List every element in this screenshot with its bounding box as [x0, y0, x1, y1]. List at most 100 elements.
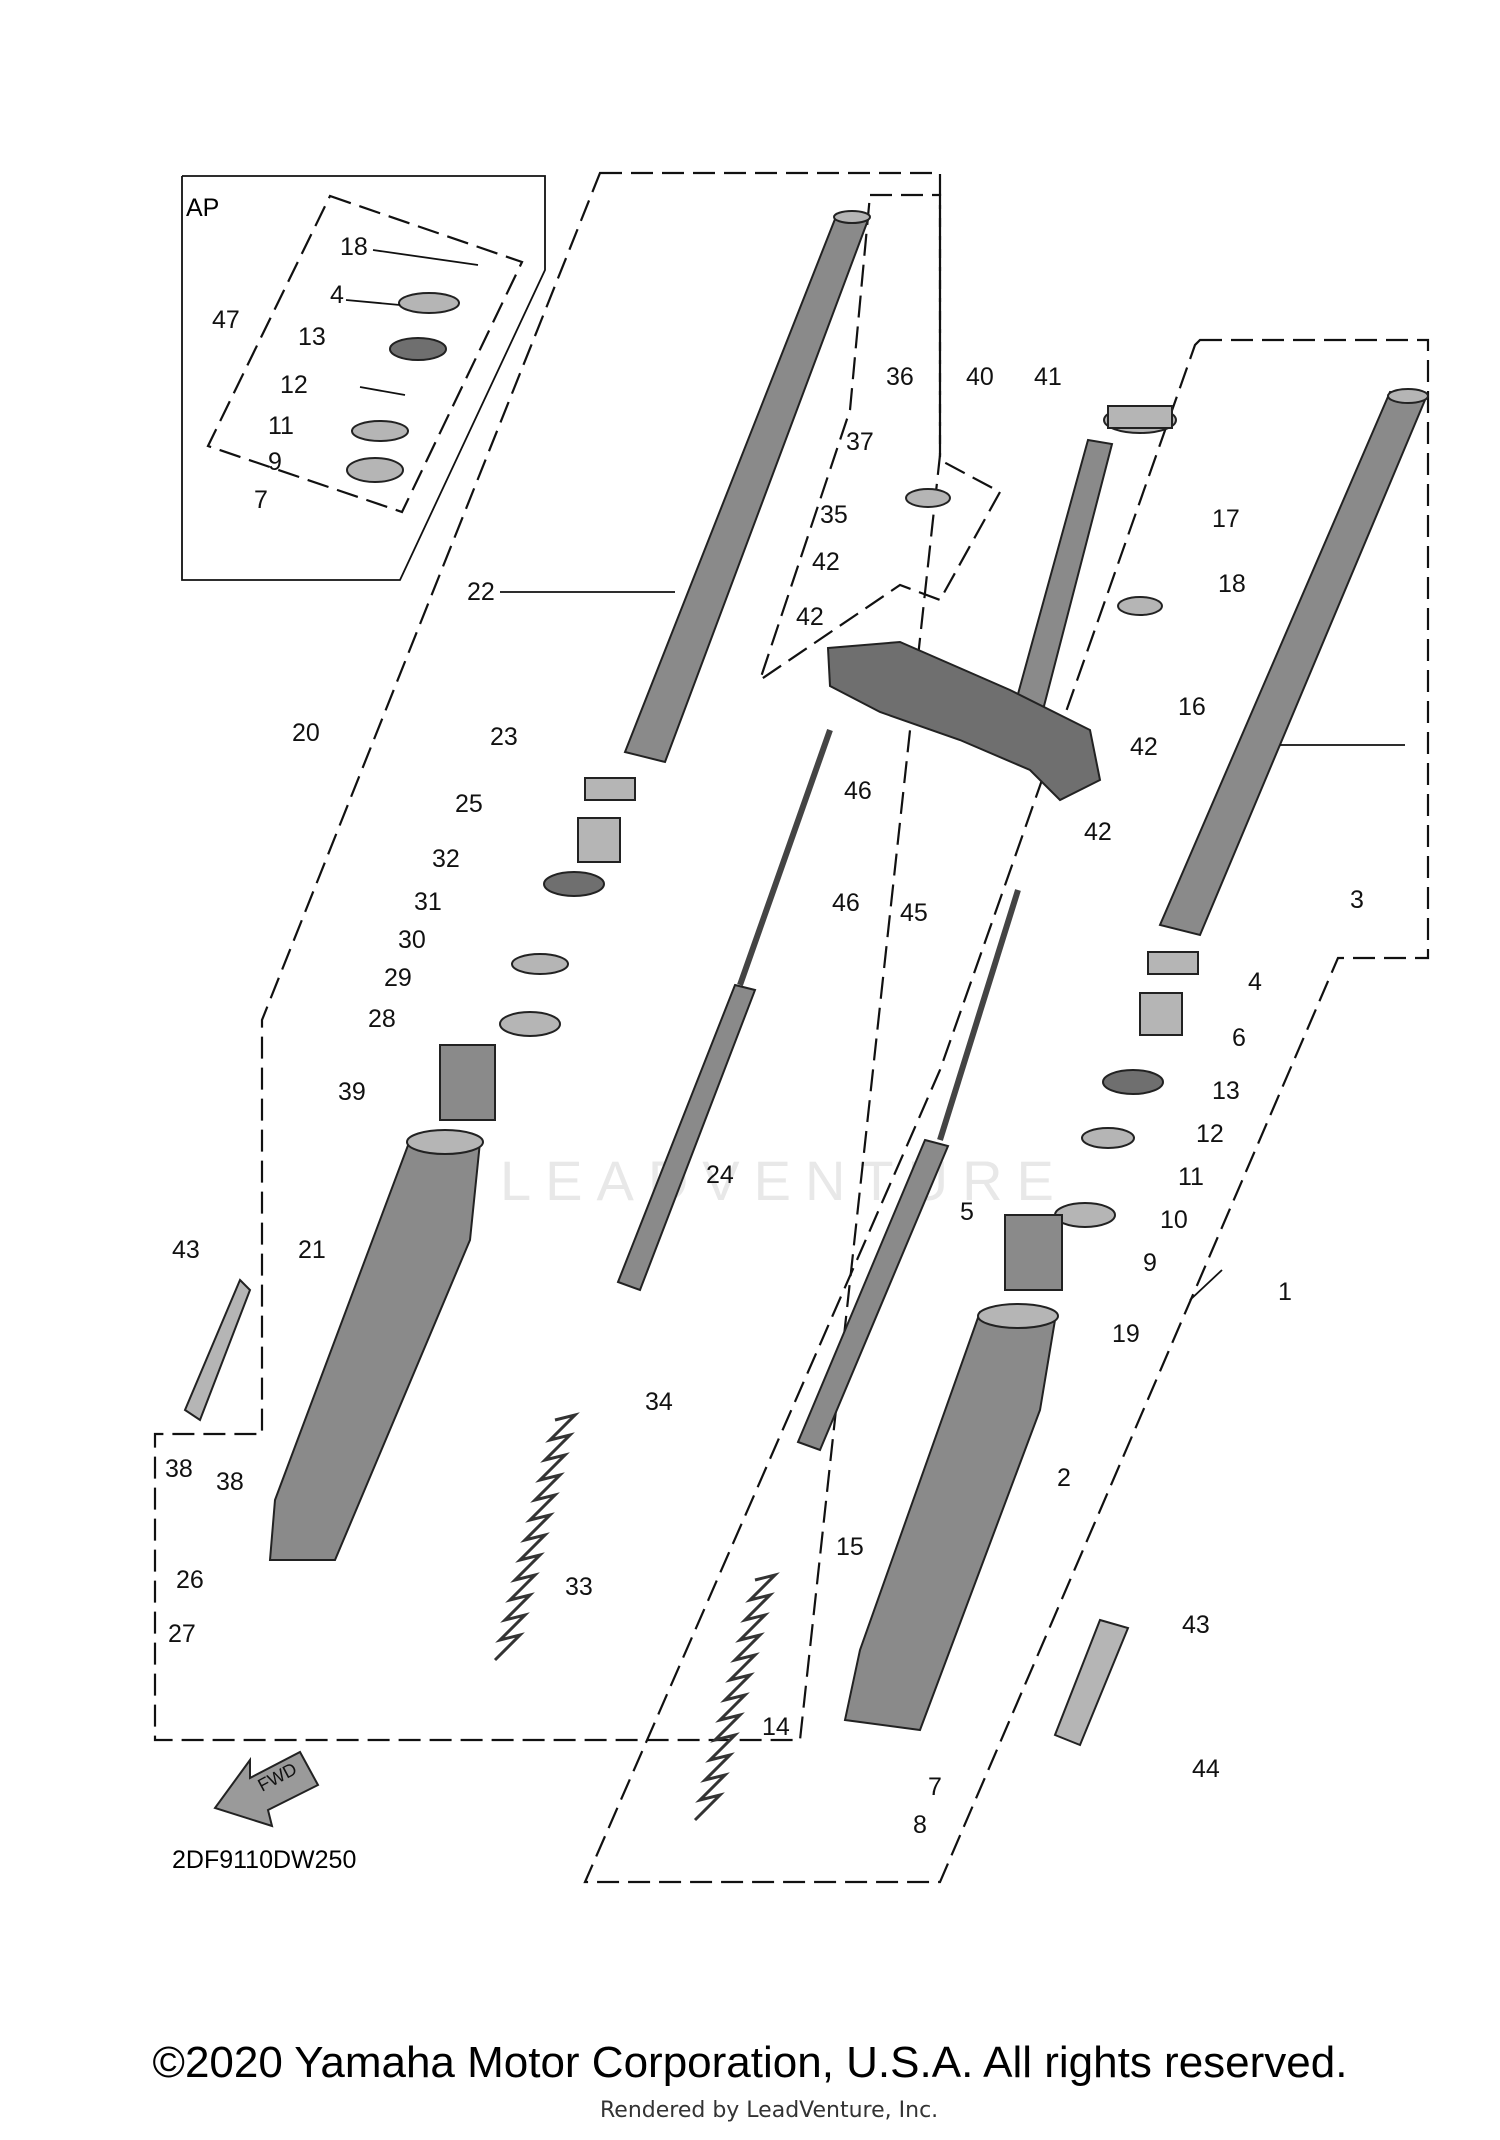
callout-10: 10 — [1160, 1206, 1188, 1234]
seal-13 — [1102, 1069, 1164, 1095]
callout-2: 2 — [1057, 1464, 1071, 1492]
callout-27: 27 — [168, 1620, 196, 1648]
callout-18-right: 18 — [1218, 570, 1246, 598]
washer-11 — [1081, 1127, 1135, 1149]
cover-19 — [1004, 1214, 1063, 1291]
callout-3: 3 — [1350, 886, 1364, 914]
ap-box — [181, 175, 546, 581]
callout-4-right: 4 — [1248, 968, 1262, 996]
callout-22: 22 — [467, 578, 495, 606]
diagram-code: 2DF9110DW250 — [172, 1846, 357, 1874]
right-fork-outline — [583, 338, 1430, 1884]
callout-12-right: 12 — [1196, 1120, 1224, 1148]
callout-15: 15 — [836, 1533, 864, 1561]
damper-cylinder-24 — [616, 983, 757, 1292]
outer-tube-left-top — [406, 1129, 484, 1155]
callout-19: 19 — [1112, 1320, 1140, 1348]
callout-13-right: 13 — [1212, 1077, 1240, 1105]
washer-30 — [511, 953, 569, 975]
callout-46-a: 46 — [844, 777, 872, 805]
leader-12a — [359, 386, 406, 396]
callout-4: 4 — [330, 281, 344, 309]
ap-kit-outline — [206, 194, 524, 514]
callout-16: 16 — [1178, 693, 1206, 721]
callout-41: 41 — [1034, 363, 1062, 391]
callout-42-c: 42 — [1130, 733, 1158, 761]
callout-17: 17 — [1212, 505, 1240, 533]
ap-label: AP — [186, 194, 220, 222]
fork-guard-left — [183, 1278, 252, 1422]
watermark-text: LEADVENTURE — [500, 1149, 1068, 1212]
callout-34: 34 — [645, 1388, 673, 1416]
spring-right-14 — [693, 1572, 780, 1822]
callout-35: 35 — [820, 501, 848, 529]
callout-24: 24 — [706, 1161, 734, 1189]
callout-43-left: 43 — [172, 1236, 200, 1264]
callout-12: 12 — [280, 371, 308, 399]
bracket-outline — [757, 193, 1002, 683]
callout-37: 37 — [846, 428, 874, 456]
callout-9-right: 9 — [1143, 1249, 1157, 1277]
callout-14: 14 — [762, 1713, 790, 1741]
callout-13: 13 — [298, 323, 326, 351]
callout-40: 40 — [966, 363, 994, 391]
callout-45: 45 — [900, 899, 928, 927]
ap-bushing-4 — [398, 292, 460, 314]
callout-21: 21 — [298, 1236, 326, 1264]
callout-46-b: 46 — [832, 889, 860, 917]
callout-36: 36 — [886, 363, 914, 391]
ap-bushing-9 — [346, 457, 404, 483]
bushing-6 — [1139, 992, 1183, 1036]
callout-11-right: 11 — [1178, 1163, 1204, 1191]
callout-26: 26 — [176, 1566, 204, 1594]
bearing-41-body — [1107, 405, 1173, 429]
callout-39: 39 — [338, 1078, 366, 1106]
callout-7: 7 — [254, 486, 268, 514]
callout-33: 33 — [565, 1573, 593, 1601]
callout-5: 5 — [960, 1198, 974, 1226]
inner-tube-left-top — [833, 210, 871, 224]
seal-32 — [543, 871, 605, 897]
callout-7-right: 7 — [928, 1773, 942, 1801]
spring-left-33 — [493, 1412, 580, 1662]
callout-44: 44 — [1192, 1755, 1220, 1783]
callout-labels: 18 4 47 13 12 11 9 7 22 20 23 25 32 31 3… — [165, 233, 1364, 1839]
callout-11: 11 — [268, 412, 294, 440]
callout-25: 25 — [455, 790, 483, 818]
callout-20: 20 — [292, 719, 320, 747]
bushing-25 — [577, 817, 621, 863]
leader-1 — [1189, 1269, 1223, 1301]
callout-6: 6 — [1232, 1024, 1246, 1052]
callout-9: 9 — [268, 448, 282, 476]
callout-42-a: 42 — [812, 548, 840, 576]
callout-29: 29 — [384, 964, 412, 992]
outer-tube-right — [843, 1310, 1057, 1732]
callout-23: 23 — [490, 723, 518, 751]
callout-8: 8 — [913, 1811, 927, 1839]
damper-rod-left — [737, 729, 833, 986]
callout-32: 32 — [432, 845, 460, 873]
leader-4a — [345, 299, 401, 306]
callout-1: 1 — [1278, 1278, 1292, 1306]
outer-tube-right-top — [977, 1303, 1059, 1329]
inner-tube-right-top — [1387, 388, 1429, 404]
callout-30: 30 — [398, 926, 426, 954]
damper-rod-right — [937, 889, 1021, 1141]
bushing-4 — [1147, 951, 1199, 975]
fork-guard-right — [1053, 1618, 1130, 1747]
callout-43-right: 43 — [1182, 1611, 1210, 1639]
callout-38-b: 38 — [216, 1468, 244, 1496]
callout-47: 47 — [212, 306, 240, 334]
callout-42-d: 42 — [1084, 818, 1112, 846]
ap-seal-13 — [389, 337, 447, 361]
cap-bolt-36 — [905, 488, 951, 508]
under-bracket — [826, 640, 1102, 802]
callout-38-a: 38 — [165, 1455, 193, 1483]
outer-tube-left — [268, 1138, 482, 1561]
bushing-28 — [499, 1011, 561, 1037]
cap-bolt-17 — [1117, 596, 1163, 616]
bushing-23 — [584, 777, 636, 801]
cover-39 — [439, 1044, 496, 1121]
